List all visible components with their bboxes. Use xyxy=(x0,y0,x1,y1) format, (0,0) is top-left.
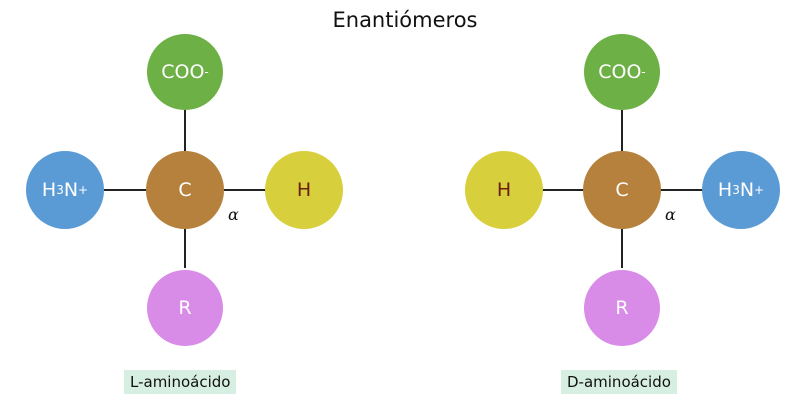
carboxyl-charge: - xyxy=(641,65,646,79)
hydrogen-atom: H xyxy=(465,151,543,229)
amino-n: N xyxy=(63,179,79,201)
l-aminoacid-label: L-aminoácido xyxy=(124,370,237,394)
carbon-text: C xyxy=(615,179,629,201)
d-bonds xyxy=(541,110,703,268)
carboxyl-text: COO xyxy=(598,61,642,83)
alpha-label: α xyxy=(665,205,676,224)
hydrogen-text: H xyxy=(296,179,312,201)
r-group: R xyxy=(147,270,223,346)
alpha-carbon: C xyxy=(583,151,661,229)
amino-sub: 3 xyxy=(56,183,64,197)
amino-n: N xyxy=(739,179,755,201)
l-bonds xyxy=(104,110,266,268)
alpha-carbon: C xyxy=(146,151,224,229)
hydrogen-atom: H xyxy=(265,151,343,229)
amino-h: H xyxy=(717,179,733,201)
amino-charge: + xyxy=(754,183,765,197)
hydrogen-text: H xyxy=(496,179,512,201)
carboxyl-charge: - xyxy=(204,65,209,79)
diagram-title: Enantiómeros xyxy=(332,8,478,32)
amino-sub: 3 xyxy=(732,183,740,197)
amino-h: H xyxy=(41,179,57,201)
r-text: R xyxy=(178,297,192,319)
carboxyl-text: COO xyxy=(161,61,205,83)
carbon-text: C xyxy=(178,179,192,201)
carboxyl-group: COO- xyxy=(584,34,660,110)
amino-charge: + xyxy=(78,183,89,197)
r-group: R xyxy=(584,270,660,346)
alpha-label: α xyxy=(228,205,239,224)
d-aminoacid-label: D-aminoácido xyxy=(561,370,677,394)
carboxyl-group: COO- xyxy=(147,34,223,110)
r-text: R xyxy=(615,297,629,319)
